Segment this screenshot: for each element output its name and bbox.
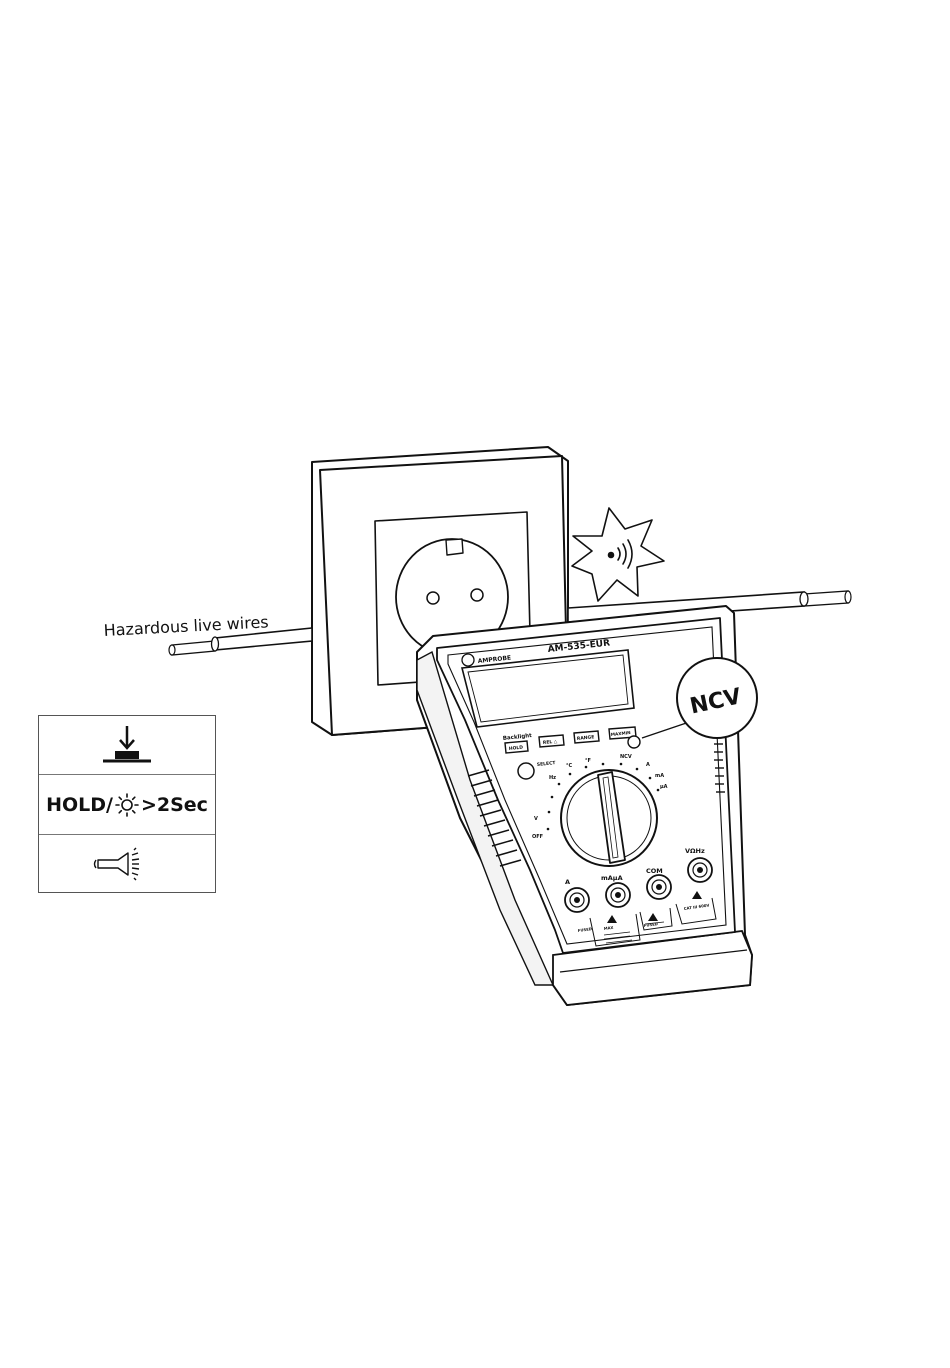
jack-label-v: VΩHz: [685, 847, 705, 855]
voltage-detection-star: [572, 508, 664, 601]
hold-button[interactable]: HOLD: [505, 741, 528, 753]
backlight-instruction-box: HOLD/ >2Sec: [38, 715, 216, 893]
dial-label-ua: μA: [660, 784, 668, 790]
ncv-sensor: [628, 736, 640, 748]
hold-duration: >2Sec: [141, 794, 208, 816]
hold-step-row: HOLD/ >2Sec: [39, 775, 215, 835]
flashlight-icon: [92, 845, 162, 883]
jack-label-com: COM: [646, 867, 663, 875]
dial-label-ncv: NCV: [620, 754, 632, 760]
jack-label-ma: mAμA: [601, 874, 623, 882]
hold-text: HOLD/: [46, 794, 113, 816]
rotary-dial[interactable]: [561, 770, 657, 866]
press-button-icon: [97, 723, 157, 767]
jack-ma-ua[interactable]: [606, 883, 630, 907]
dial-label-f: °F: [585, 758, 591, 764]
press-step-row: [39, 716, 215, 775]
jack-v-ohm[interactable]: [688, 858, 712, 882]
range-button[interactable]: RANGE: [574, 731, 599, 743]
dial-label-v: V: [534, 816, 538, 822]
jack-com[interactable]: [647, 875, 671, 899]
jack-label-a: A: [565, 878, 570, 886]
dial-label-ma: mA: [655, 773, 664, 779]
rel-button[interactable]: REL △: [539, 735, 564, 747]
brand-logo-icon: [462, 654, 474, 666]
dial-label-c: °C: [566, 763, 573, 769]
dial-label-hz: Hz: [549, 775, 556, 781]
dial-label-a: A: [646, 762, 650, 768]
sun-icon: [114, 792, 140, 818]
jack-a[interactable]: [565, 888, 589, 912]
flashlight-step-row: [39, 835, 215, 893]
dial-label-off: OFF: [532, 834, 543, 840]
